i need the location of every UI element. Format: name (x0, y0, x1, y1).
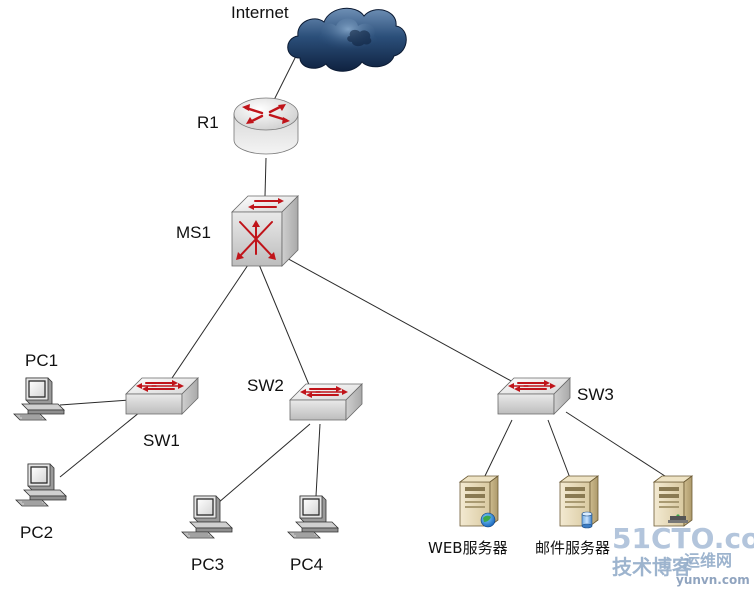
multilayer-switch-node-ms1: MS1 (176, 195, 299, 267)
pc-node-pc3: PC3 (181, 495, 233, 574)
node-label: Internet (231, 3, 289, 22)
multilayer-switch-icon (231, 195, 299, 267)
pc-icon (15, 463, 67, 507)
web-server-icon (459, 475, 499, 528)
pc-node-pc2: PC2 (15, 463, 67, 542)
link-ms1-sw2 (257, 261, 313, 393)
link-ms1-sw3 (271, 249, 525, 389)
switch-icon (125, 377, 199, 415)
node-label: 邮件服务器 (535, 539, 610, 557)
pc-icon (181, 495, 233, 539)
link-sw1-pc1 (59, 399, 131, 406)
watermark-blog: 技术博客 (612, 555, 693, 579)
link-sw3-mail (547, 419, 571, 479)
link-sw2-pc4 (315, 423, 321, 497)
switch-icon (289, 383, 363, 421)
switch-node-sw3: SW3 (497, 377, 614, 415)
node-label: SW3 (577, 385, 614, 404)
link-sw1-pc2 (59, 411, 141, 478)
node-label: WEB服务器 (428, 539, 508, 557)
pc-icon (13, 377, 65, 421)
node-label: PC2 (20, 523, 53, 542)
mail-server-icon (559, 475, 599, 529)
cloud-icon (287, 7, 407, 72)
node-label: SW2 (247, 376, 284, 395)
node-label: PC4 (290, 555, 323, 574)
internet-node: Internet (231, 3, 407, 72)
pc-icon (287, 495, 339, 539)
watermark: 51CTO.com 技术博客 运维网 yunvn.com (612, 522, 754, 587)
watermark-site: 运维网 (684, 551, 732, 570)
link-r1-ms1 (264, 157, 267, 197)
pc-node-pc4: PC4 (287, 495, 339, 574)
server-node-3 (653, 475, 693, 527)
router-node-r1: R1 (197, 97, 299, 155)
link-ms1-sw1 (167, 261, 251, 385)
node-label: R1 (197, 113, 219, 132)
node-label: MS1 (176, 223, 211, 242)
router-icon (233, 97, 299, 155)
link-lines (59, 47, 669, 504)
node-label: PC3 (191, 555, 224, 574)
watermark-logo: 51CTO.com (612, 522, 754, 555)
server-icon (653, 475, 693, 527)
switch-icon (497, 377, 571, 415)
link-sw3-srv3 (565, 411, 669, 479)
watermark-url: yunvn.com (676, 573, 750, 587)
node-label: SW1 (143, 431, 180, 450)
node-label: PC1 (25, 351, 58, 370)
switch-node-sw2: SW2 (247, 376, 363, 421)
switch-node-sw1: SW1 (125, 377, 199, 450)
server-node-mail: 邮件服务器 (535, 475, 610, 557)
pc-node-pc1: PC1 (13, 351, 65, 421)
link-sw2-pc3 (217, 423, 311, 504)
server-node-web: WEB服务器 (428, 475, 508, 557)
link-sw3-web (483, 419, 513, 479)
